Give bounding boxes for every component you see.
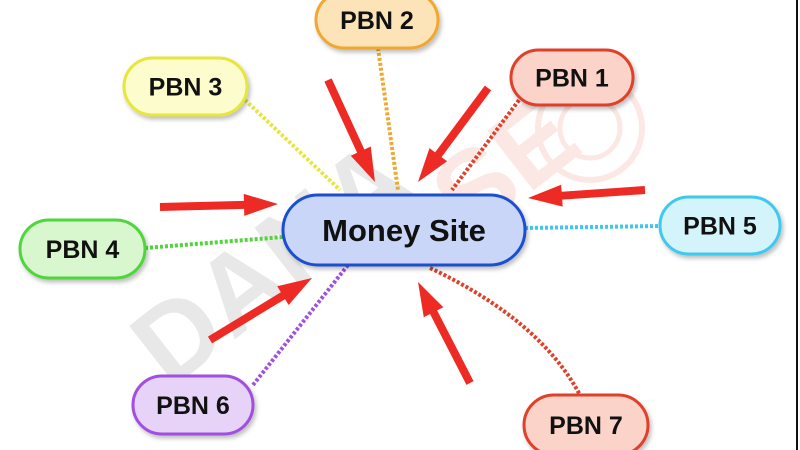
node-pbn-7: PBN 7 bbox=[522, 393, 650, 450]
frame-edge bbox=[796, 0, 798, 450]
link-pbn-7 bbox=[429, 266, 582, 396]
link-pbn-3 bbox=[243, 98, 342, 192]
money-site-shape bbox=[281, 193, 527, 267]
node-pbn-3: PBN 3 bbox=[122, 56, 249, 117]
arrow-1 bbox=[159, 193, 278, 216]
pbn-5-shape bbox=[658, 195, 782, 256]
pbn-3-shape bbox=[122, 56, 249, 117]
pbn-3-label: PBN 3 bbox=[149, 74, 223, 102]
link-pbn-4 bbox=[144, 235, 284, 250]
money-site-label: Money Site bbox=[322, 213, 486, 248]
pbn-5-label: PBN 5 bbox=[683, 213, 757, 241]
pbn-1-shape bbox=[509, 48, 635, 107]
link-pbn-1 bbox=[450, 94, 524, 192]
pbn-2-label: PBN 2 bbox=[340, 7, 414, 35]
link-pbn-2 bbox=[376, 47, 400, 191]
pbn-6-label: PBN 6 bbox=[156, 392, 230, 420]
node-pbn-4: PBN 4 bbox=[18, 218, 147, 280]
pbn-7-label: PBN 7 bbox=[549, 412, 623, 440]
node-pbn-5: PBN 5 bbox=[658, 195, 782, 256]
pbn-4-shape bbox=[18, 218, 147, 280]
pbn-4-label: PBN 4 bbox=[46, 236, 120, 264]
pbn-7-shape bbox=[522, 393, 650, 450]
node-money-site: Money Site bbox=[281, 193, 527, 267]
arrow-6 bbox=[418, 282, 474, 385]
link-pbn-5 bbox=[524, 224, 661, 230]
pbn-2-shape bbox=[314, 0, 440, 50]
arrow-3 bbox=[418, 85, 492, 182]
arrow-4 bbox=[528, 184, 646, 207]
node-pbn-1: PBN 1 bbox=[509, 48, 635, 107]
node-pbn-2: PBN 2 bbox=[314, 0, 440, 50]
pbn-6-shape bbox=[131, 374, 255, 436]
node-pbn-6: PBN 6 bbox=[131, 374, 255, 436]
pbn-1-label: PBN 1 bbox=[535, 65, 609, 93]
link-pbn-6 bbox=[251, 263, 350, 387]
arrow-5 bbox=[207, 278, 312, 344]
arrow-2 bbox=[324, 78, 375, 182]
